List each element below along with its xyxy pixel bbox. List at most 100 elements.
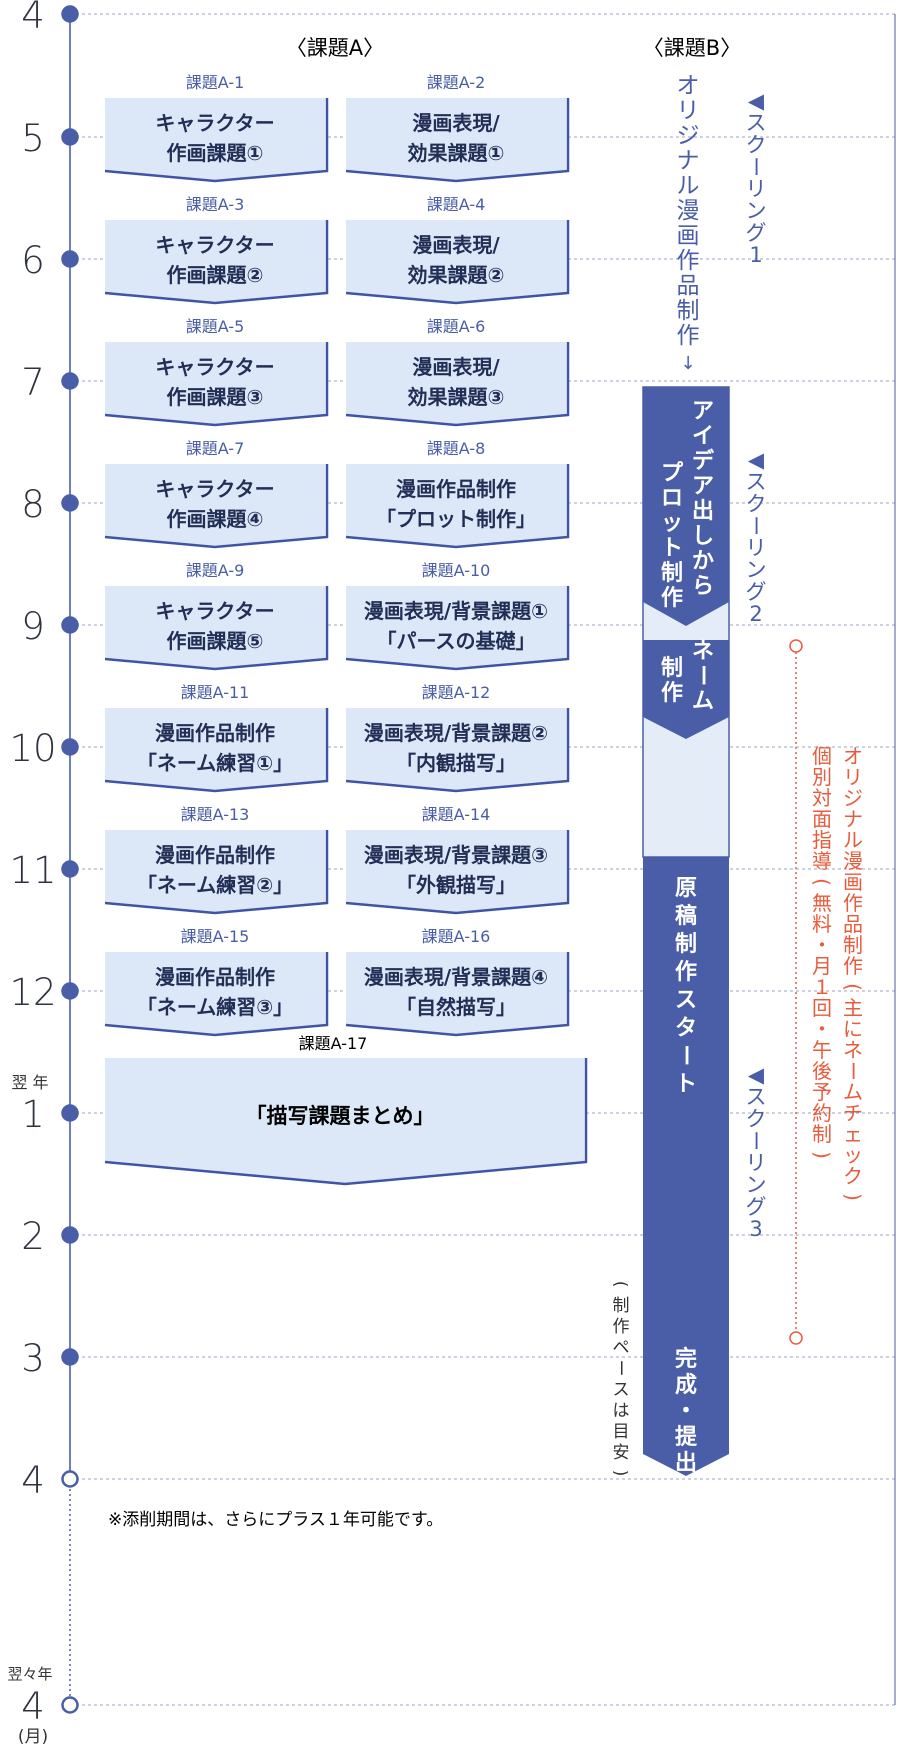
task-chevron-edge <box>345 708 570 793</box>
vertical-char: グ <box>746 221 767 245</box>
vertical-char: ッ <box>843 1143 863 1167</box>
task-code: 課題A-11 <box>181 683 250 702</box>
task-chevron <box>346 464 566 547</box>
vertical-char: 制 <box>675 932 697 957</box>
vertical-char: グ <box>746 1195 767 1219</box>
vertical-char: 月 <box>812 954 832 978</box>
vertical-char: ク <box>746 1107 767 1131</box>
vertical-char: か <box>692 549 714 574</box>
vertical-char: リ <box>746 536 767 560</box>
vertical-char: ル <box>677 173 700 199</box>
vertical-char: 目 <box>613 1422 630 1442</box>
month-label: 11 <box>9 849 56 892</box>
vertical-char: 面 <box>812 807 832 831</box>
vertical-char: ( <box>841 983 865 991</box>
task-code: 課題A-9 <box>186 561 245 580</box>
month-label: 4 <box>21 1685 45 1728</box>
task-chevron-edge <box>104 586 329 671</box>
guidance-start-dot <box>789 639 803 653</box>
task-label-line1: キャラクター <box>155 111 274 135</box>
vertical-char: ・ <box>675 1399 697 1424</box>
month-label: 4 <box>21 0 45 37</box>
task-code: 課題A-10 <box>422 561 491 580</box>
vertical-char: 個 <box>812 744 832 768</box>
footnote: ※添削期間は、さらにプラス１年可能です。 <box>108 1510 443 1530</box>
task-a17-label: 「描写課題まとめ」 <box>246 1104 435 1128</box>
month-dot <box>61 1226 79 1244</box>
vertical-char: ) <box>810 1151 834 1159</box>
vertical-char: ス <box>746 1085 767 1109</box>
vertical-char: 漫 <box>843 849 863 873</box>
vertical-char: ◀ <box>748 89 765 113</box>
task-chevron <box>346 586 566 669</box>
task-code: 課題A-8 <box>427 439 486 458</box>
vertical-char: ス <box>746 470 767 494</box>
task-chevron-edge <box>345 220 570 305</box>
month-dot <box>61 372 79 390</box>
next-year-label: 翌 年 <box>11 1073 48 1092</box>
task-label-line2: 作画課題① <box>167 141 264 165</box>
task-label-line1: 漫画作品制作 <box>155 843 275 867</box>
task-label-line2: 「パースの基礎」 <box>377 629 536 653</box>
vertical-char: 品 <box>677 273 700 299</box>
vertical-char: オ <box>677 73 700 99</box>
task-chevron <box>105 342 325 425</box>
vertical-char: ー <box>672 1044 697 1066</box>
vertical-char: ク <box>746 133 767 157</box>
vertical-char: ( <box>610 1281 630 1288</box>
vertical-char: 稿 <box>675 903 697 929</box>
task-chevron <box>346 342 566 425</box>
task-label-line2: 作画課題④ <box>167 507 264 531</box>
task-code: 課題A-4 <box>427 195 486 214</box>
month-dot <box>61 1348 79 1366</box>
vertical-char: ン <box>746 558 767 582</box>
task-label-line2: 効果課題③ <box>408 385 505 409</box>
month-label: 1 <box>21 1093 45 1136</box>
month-label: 7 <box>21 361 45 404</box>
vertical-char: プ <box>661 461 684 486</box>
task-code: 課題A-6 <box>427 317 486 336</box>
vertical-char: 完 <box>675 1346 697 1372</box>
month-dot <box>61 1470 79 1488</box>
task-code: 課題A-12 <box>422 683 491 702</box>
task-label-line2: 効果課題② <box>408 263 505 287</box>
task-label-line2: 「外観描写」 <box>396 873 516 897</box>
task-chevron <box>105 220 325 303</box>
vertical-char: ス <box>675 988 697 1013</box>
month-label: 9 <box>21 605 45 648</box>
task-label-line1: キャラクター <box>155 477 274 501</box>
task-chevron <box>105 464 325 547</box>
vertical-char: ら <box>692 574 714 599</box>
vertical-char: 品 <box>843 912 863 936</box>
vertical-char: 別 <box>812 765 832 789</box>
task-a17-code: 課題A-17 <box>299 1034 368 1053</box>
unit-label: (月) <box>18 1727 48 1747</box>
task-label-line1: 漫画表現/背景課題④ <box>364 965 548 989</box>
task-chevron-edge <box>345 830 570 915</box>
vertical-char: 作 <box>677 323 700 349</box>
task-code: 課題A-16 <box>422 927 491 946</box>
vertical-char: 導 <box>812 849 832 873</box>
vertical-char: 約 <box>812 1101 832 1125</box>
vertical-char: は <box>613 1401 630 1421</box>
task-code: 課題A-2 <box>427 73 486 92</box>
down-arrow: ↓ <box>680 353 695 374</box>
task-label-line2: 「自然描写」 <box>396 995 516 1019</box>
vertical-char: ナ <box>843 807 863 831</box>
task-chevron-edge <box>104 952 329 1037</box>
task-code: 課題A-5 <box>186 317 245 336</box>
vertical-char: 原 <box>675 876 697 901</box>
task-chevron <box>346 708 566 791</box>
vertical-char: 画 <box>677 223 700 249</box>
